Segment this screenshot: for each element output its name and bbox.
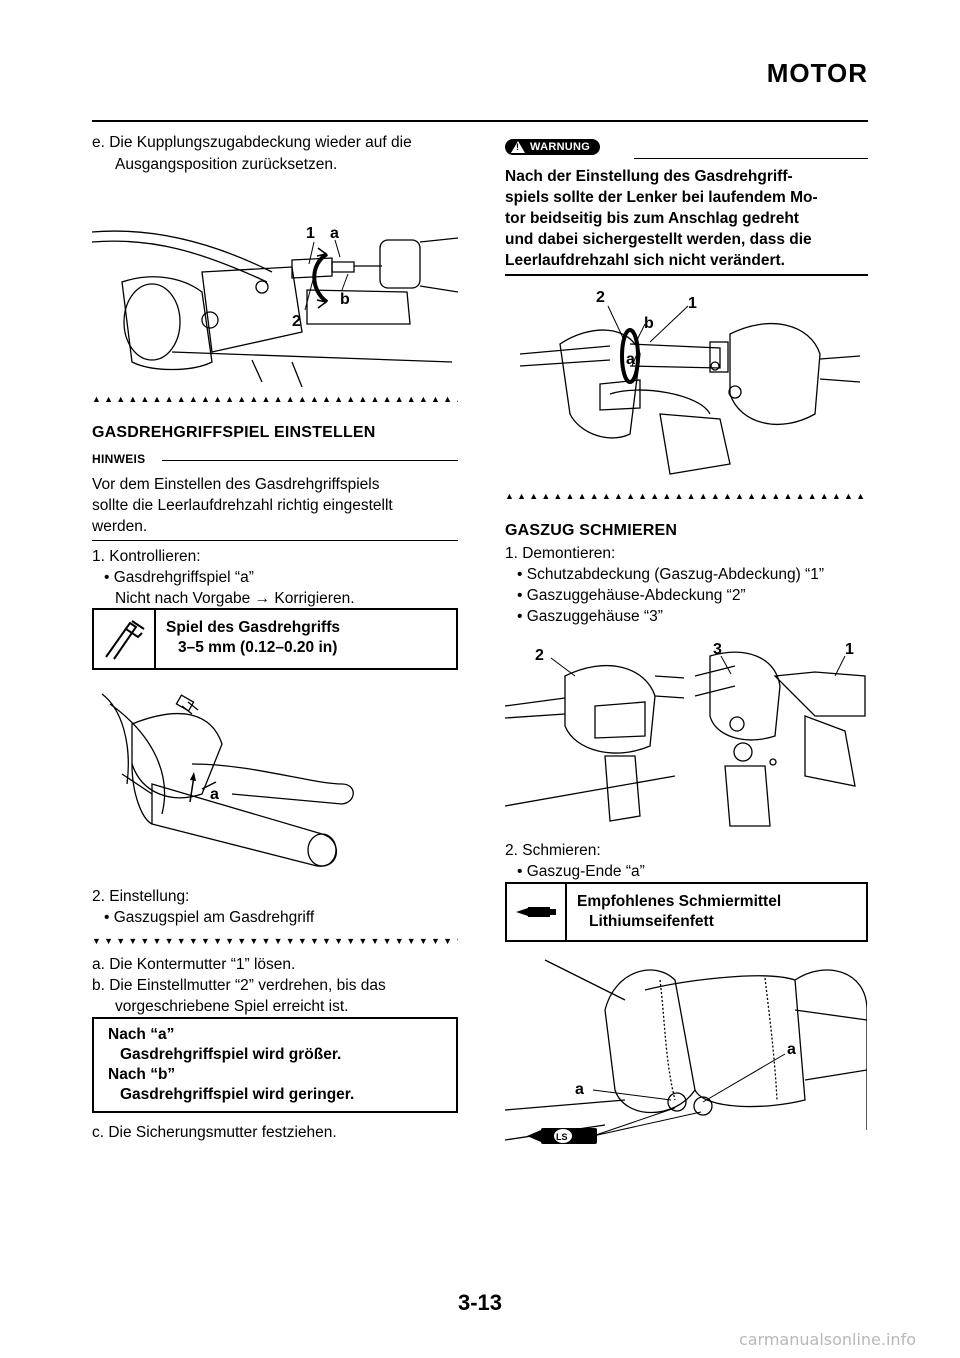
- footer-watermark: carmanualsonline.info: [738, 1330, 916, 1349]
- step-e-cont: Ausgangsposition zurücksetzen.: [115, 156, 338, 173]
- triangle-separator-right-icon: ▲▲▲▲▲▲▲▲▲▲▲▲▲▲▲▲▲▲▲▲▲▲▲▲▲▲▲▲▲▲▲▲▲: [505, 491, 868, 501]
- step-1-item: • Gasdrehgriffspiel “a”: [104, 569, 254, 586]
- step-1-check: 1. Kontrollieren:: [92, 548, 201, 565]
- step-a: a. Die Kontermutter “1” lösen.: [92, 956, 296, 973]
- triangle-separator-icon: ▲▲▲▲▲▲▲▲▲▲▲▲▲▲▲▲▲▲▲▲▲▲▲▲▲▲▲▲▲▲▲▲▲: [92, 394, 458, 404]
- warning-line-2: spiels sollte der Lenker bei laufendem M…: [505, 189, 818, 206]
- fig1-label-a: a: [330, 225, 339, 242]
- figure-throttle-grip: a: [101, 693, 354, 867]
- note-rule-bottom: [92, 540, 458, 541]
- note-line-3: werden.: [92, 518, 148, 535]
- figure-cable-adjuster: 1 a 2 b: [92, 225, 458, 387]
- step-b: b. Die Einstellmutter “2” verdrehen, bis…: [92, 977, 386, 994]
- triangle-separator-down-icon: ▼▼▼▼▼▼▼▼▼▼▼▼▼▼▼▼▼▼▼▼▼▼▼▼▼▼▼▼▼▼▼▼▼: [92, 936, 458, 946]
- step-c: c. Die Sicherungsmutter festziehen.: [92, 1124, 337, 1141]
- right-step-1: 1. Demontieren:: [505, 545, 616, 562]
- spec-value: 3–5 mm (0.12–0.20 in): [178, 639, 338, 656]
- fig1-label-2: 2: [292, 313, 301, 330]
- direction-box: Nach “a” Gasdrehgriffspiel wird größer. …: [92, 1017, 458, 1113]
- spec-title: Spiel des Gasdrehgriffs: [166, 619, 340, 636]
- fig3-label-1: 1: [688, 295, 697, 312]
- warning-line-4: und dabei sichergestellt werden, dass di…: [505, 231, 812, 248]
- fig1-label-b: b: [340, 291, 350, 308]
- right-step-1-item-1: • Schutzabdeckung (Gaszug-Abdeckung) “1”: [517, 566, 824, 583]
- spec-box-throttle-play: Spiel des Gasdrehgriffs 3–5 mm (0.12–0.2…: [92, 608, 458, 670]
- right-step-2: 2. Schmieren:: [505, 842, 601, 859]
- lube-title: Empfohlenes Schmiermittel: [577, 893, 782, 910]
- note-line-1: Vor dem Einstellen des Gasdrehgriffspiel…: [92, 476, 380, 493]
- right-step-1-item-2: • Gaszuggehäuse-Abdeckung “2”: [517, 587, 746, 604]
- fig4-label-1: 1: [845, 641, 854, 658]
- warning-icon: [511, 141, 525, 153]
- fig3-label-2: 2: [596, 289, 605, 306]
- grease-gun-ls-icon: LS: [527, 1128, 597, 1144]
- note-label: HINWEIS: [92, 452, 146, 466]
- step-1-action: Nicht nach Vorgabe → Korrigieren.: [115, 590, 355, 607]
- fig4-label-3: 3: [713, 641, 722, 658]
- ls-label: LS: [556, 1132, 568, 1142]
- note-rule-top: [162, 460, 458, 461]
- warning-line-3: tor beidseitig bis zum Anschlag gedreht: [505, 210, 799, 227]
- warning-badge: WARNUNG: [505, 139, 601, 158]
- dir-line-3: Nach “b”: [108, 1066, 176, 1083]
- spec-box-lubricant: Empfohlenes Schmiermittel Lithiumseifenf…: [505, 882, 868, 942]
- header-rule: [92, 120, 868, 122]
- fig3-label-b: b: [644, 315, 654, 332]
- right-step-2-item: • Gaszug-Ende “a”: [517, 863, 645, 880]
- page-header-title: MOTOR: [766, 58, 868, 88]
- fig2-label-a: a: [210, 786, 219, 803]
- fig4-label-2: 2: [535, 647, 544, 664]
- dir-line-1: Nach “a”: [108, 1026, 175, 1043]
- page-number: 3-13: [457, 1290, 503, 1315]
- section-title-lubricate: GASZUG SCHMIEREN: [505, 522, 678, 539]
- grease-gun-icon: [507, 884, 567, 940]
- section-title-throttle-play: GASDREHGRIFFSPIEL EINSTELLEN: [92, 424, 376, 441]
- figure-disassembly-photos: 2 3 1: [505, 636, 866, 832]
- step-2-item: • Gaszugspiel am Gasdrehgriff: [104, 909, 315, 926]
- right-step-1-item-3: • Gaszuggehäuse “3”: [517, 608, 663, 625]
- warning-rule-top: [634, 158, 868, 159]
- note-line-2: sollte die Leerlaufdrehzahl richtig eing…: [92, 497, 393, 514]
- fig3-label-a: a: [626, 351, 635, 368]
- figure-cable-end-lubrication: a a LS: [505, 959, 867, 1144]
- step-b-cont: vorgeschriebene Spiel erreicht ist.: [115, 998, 349, 1015]
- step-2-adjust: 2. Einstellung:: [92, 888, 190, 905]
- step-e: e. Die Kupplungszugabdeckung wieder auf …: [92, 134, 412, 151]
- warning-line-5: Leerlaufdrehzahl sich nicht verändert.: [505, 252, 785, 269]
- fig5-label-a-right: a: [787, 1041, 796, 1058]
- fig1-label-1: 1: [306, 225, 315, 242]
- warning-line-1: Nach der Einstellung des Gasdrehgriff-: [505, 168, 793, 185]
- figure-throttle-housing: 2 1 b a: [520, 289, 860, 475]
- warning-rule-bottom: [505, 274, 868, 276]
- caliper-icon: [94, 610, 156, 668]
- warning-label: WARNUNG: [530, 141, 591, 153]
- lube-value: Lithiumseifenfett: [589, 913, 714, 930]
- dir-line-4: Gasdrehgriffspiel wird geringer.: [120, 1086, 355, 1103]
- dir-line-2: Gasdrehgriffspiel wird größer.: [120, 1046, 342, 1063]
- fig5-label-a-left: a: [575, 1081, 584, 1098]
